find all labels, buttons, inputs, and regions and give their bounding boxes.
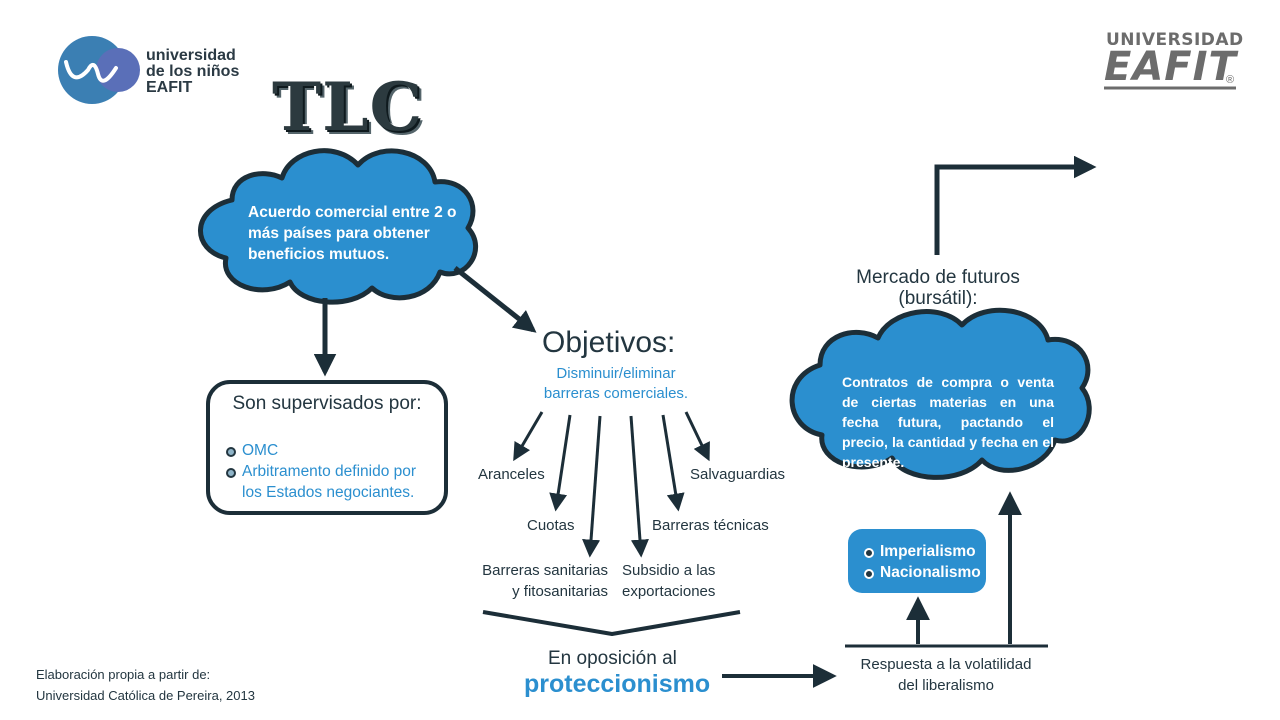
page-title: TLC (272, 68, 424, 146)
source-line1: Elaboración propia a partir de: (36, 667, 211, 682)
futures-title: Mercado de futuros (bursátil): (856, 267, 1020, 309)
arrow-tecnicas (661, 414, 685, 512)
supervision-box (206, 380, 448, 515)
barrier-subsidio: Subsidio a las exportaciones (622, 562, 716, 600)
uni-ninos-line2: de los niños (146, 63, 240, 80)
barrier-tecnicas: Barreras técnicas (652, 517, 769, 534)
eafit-logo-top: UNIVERSIDAD (1106, 30, 1244, 50)
arrow-cuotas (549, 414, 572, 512)
supervision-item-arbitramento: Arbitramento definido por los Estados ne… (226, 461, 434, 503)
arrow-subsidio (629, 415, 649, 558)
arrow-sanitarias (582, 415, 602, 558)
supervision-title: Son supervisados por: (232, 393, 422, 414)
barrier-cuotas: Cuotas (527, 517, 575, 534)
arrow-salvaguardias (684, 411, 710, 462)
supervision-list: OMC Arbitramento definido por los Estado… (226, 440, 434, 503)
ideology-imperialismo: Imperialismo (864, 541, 982, 562)
arrow-futures-exit (934, 155, 1097, 255)
arrow-definition-to-objectives (453, 266, 537, 333)
eafit-registered-mark: ® (1226, 74, 1235, 86)
source-line2: Universidad Católica de Pereira, 2013 (36, 688, 255, 703)
supervision-item-omc: OMC (226, 440, 434, 461)
opposition-line1: En oposición al (548, 648, 677, 669)
barriers-bracket (482, 610, 741, 636)
objectives-subtitle: Disminuir/eliminar barreras comerciales. (543, 365, 689, 402)
opposition-line2: proteccionismo (524, 670, 711, 698)
uni-ninos-line1: universidad (146, 47, 236, 64)
barrier-salvaguardias: Salvaguardias (690, 466, 786, 483)
eafit-logo-main: EAFIT (1104, 44, 1237, 90)
uni-ninos-logo-mark (58, 36, 140, 104)
barrier-sanitarias: Barreras sanitarias y fitosanitarias (482, 562, 608, 600)
response-text: Respuesta a la volatilidad del liberalis… (860, 656, 1032, 694)
ideology-nacionalismo: Nacionalismo (864, 562, 982, 583)
ideologies-list: Imperialismo Nacionalismo (864, 541, 982, 583)
uni-ninos-logo-text: universidad de los niños EAFIT (146, 48, 239, 96)
barrier-aranceles: Aranceles (478, 466, 545, 483)
definition-cloud (198, 148, 478, 305)
futures-cloud (789, 307, 1092, 480)
futures-definition: Contratos de compra o venta de ciertas m… (842, 374, 1054, 470)
ideologies-box (848, 529, 986, 593)
uni-ninos-line3: EAFIT (146, 79, 193, 96)
objectives-title: Objetivos: (542, 326, 676, 359)
source-note: Elaboración propia a partir de: Universi… (36, 664, 255, 706)
definition-text: Acuerdo comercial entre 2 o más países p… (248, 204, 457, 263)
arrow-aranceles (513, 411, 544, 462)
